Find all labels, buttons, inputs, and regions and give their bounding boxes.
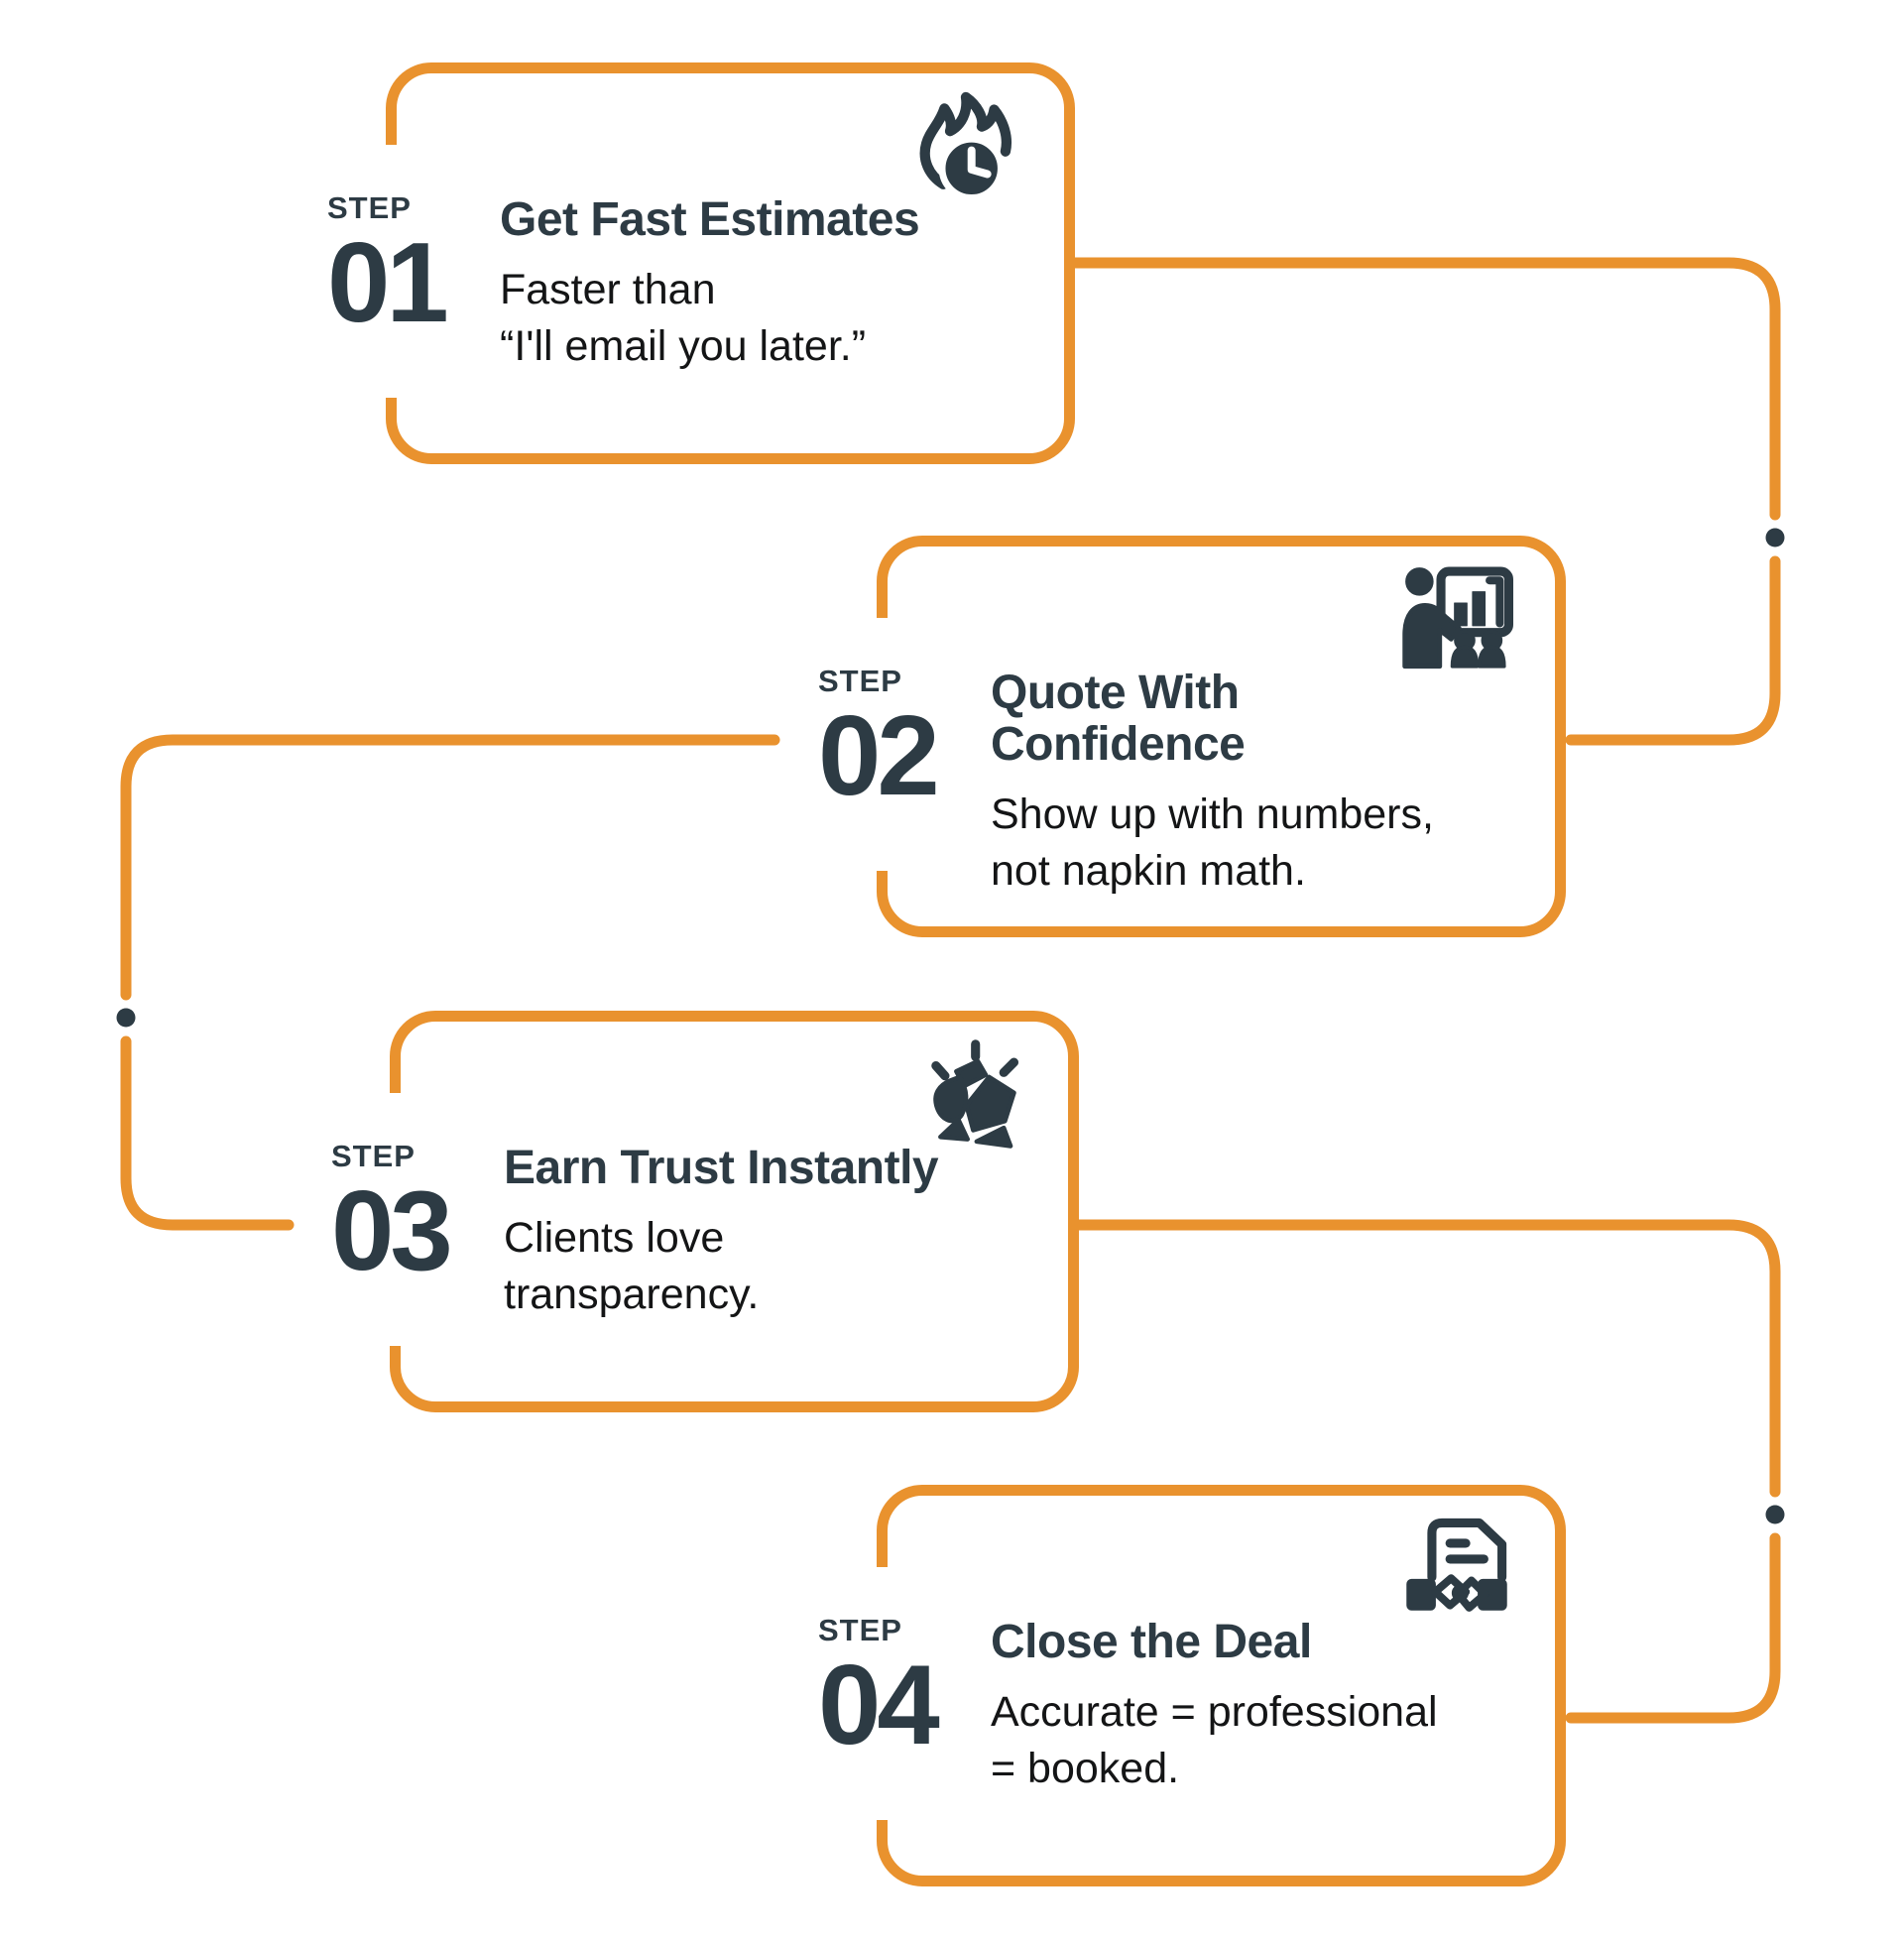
step-card-1: STEP 01 Get Fast Estimates Faster than “…	[327, 62, 1075, 464]
connector-dot-1	[1765, 528, 1785, 547]
step-number: 01	[327, 220, 449, 346]
step-text: Earn Trust Instantly Clients love transp…	[504, 1143, 1009, 1323]
step-text: Quote With Confidence Show up with numbe…	[991, 668, 1495, 900]
connector-1-2-lower	[1565, 555, 1781, 746]
description-line: “I'll email you later.”	[500, 321, 867, 370]
connector-3-4-upper	[1073, 1219, 1781, 1498]
step-number: 04	[818, 1642, 940, 1768]
description-line: Show up with numbers,	[991, 790, 1434, 838]
step-card-2: STEP 02 Quote With Confidence Show up wi…	[818, 536, 1566, 937]
step-description: Accurate = professional = booked.	[991, 1684, 1495, 1797]
step-text: Close the Deal Accurate = professional =…	[991, 1617, 1495, 1797]
step-number: 03	[331, 1168, 453, 1294]
step-label: STEP	[327, 190, 412, 225]
step-label: STEP	[331, 1139, 416, 1173]
step-label: STEP	[818, 664, 902, 698]
connector-dot-2	[116, 1008, 136, 1028]
description-line: Accurate = professional	[991, 1687, 1438, 1736]
description-line: transparency.	[504, 1270, 760, 1318]
step-title: Earn Trust Instantly	[504, 1142, 939, 1194]
description-line: not napkin math.	[991, 846, 1306, 895]
connector-1-2-upper	[1069, 257, 1781, 521]
connector-3-4-lower	[1565, 1532, 1781, 1724]
flame-clock-icon	[919, 91, 1012, 201]
description-line: Clients love	[504, 1213, 725, 1262]
border-gap	[874, 618, 892, 871]
step-indicator: STEP 04	[818, 1613, 967, 1768]
description-line: = booked.	[991, 1744, 1180, 1792]
step-title: Close the Deal	[991, 1616, 1312, 1668]
presentation-chart-icon	[1402, 566, 1513, 669]
border-gap	[383, 145, 401, 398]
step-label: STEP	[818, 1613, 902, 1647]
connector-2-3-upper	[120, 734, 780, 1001]
step-number: 02	[818, 693, 940, 819]
step-text: Get Fast Estimates Faster than “I'll ema…	[500, 194, 1005, 375]
step-indicator: STEP 01	[327, 190, 476, 346]
border-gap	[874, 1567, 892, 1820]
step-title: Get Fast Estimates	[500, 193, 920, 246]
step-description: Show up with numbers, not napkin math.	[991, 787, 1495, 900]
step-card-4: STEP 04 Close the Deal Accurate = profes…	[818, 1485, 1566, 1886]
connector-2-3-lower	[120, 1035, 295, 1231]
step-card-3: STEP 03 Earn Trust Instantly Clients lov…	[331, 1011, 1079, 1412]
border-gap	[387, 1093, 405, 1346]
contract-handshake-icon	[1406, 1518, 1507, 1612]
step-description: Faster than “I'll email you later.”	[500, 262, 1005, 375]
connector-dot-3	[1765, 1505, 1785, 1524]
step-description: Clients love transparency.	[504, 1210, 1009, 1323]
step-indicator: STEP 02	[818, 664, 967, 819]
description-line: Faster than	[500, 265, 716, 313]
shining-gem-icon	[931, 1039, 1019, 1149]
step-indicator: STEP 03	[331, 1139, 480, 1294]
step-title: Quote With Confidence	[991, 667, 1246, 771]
